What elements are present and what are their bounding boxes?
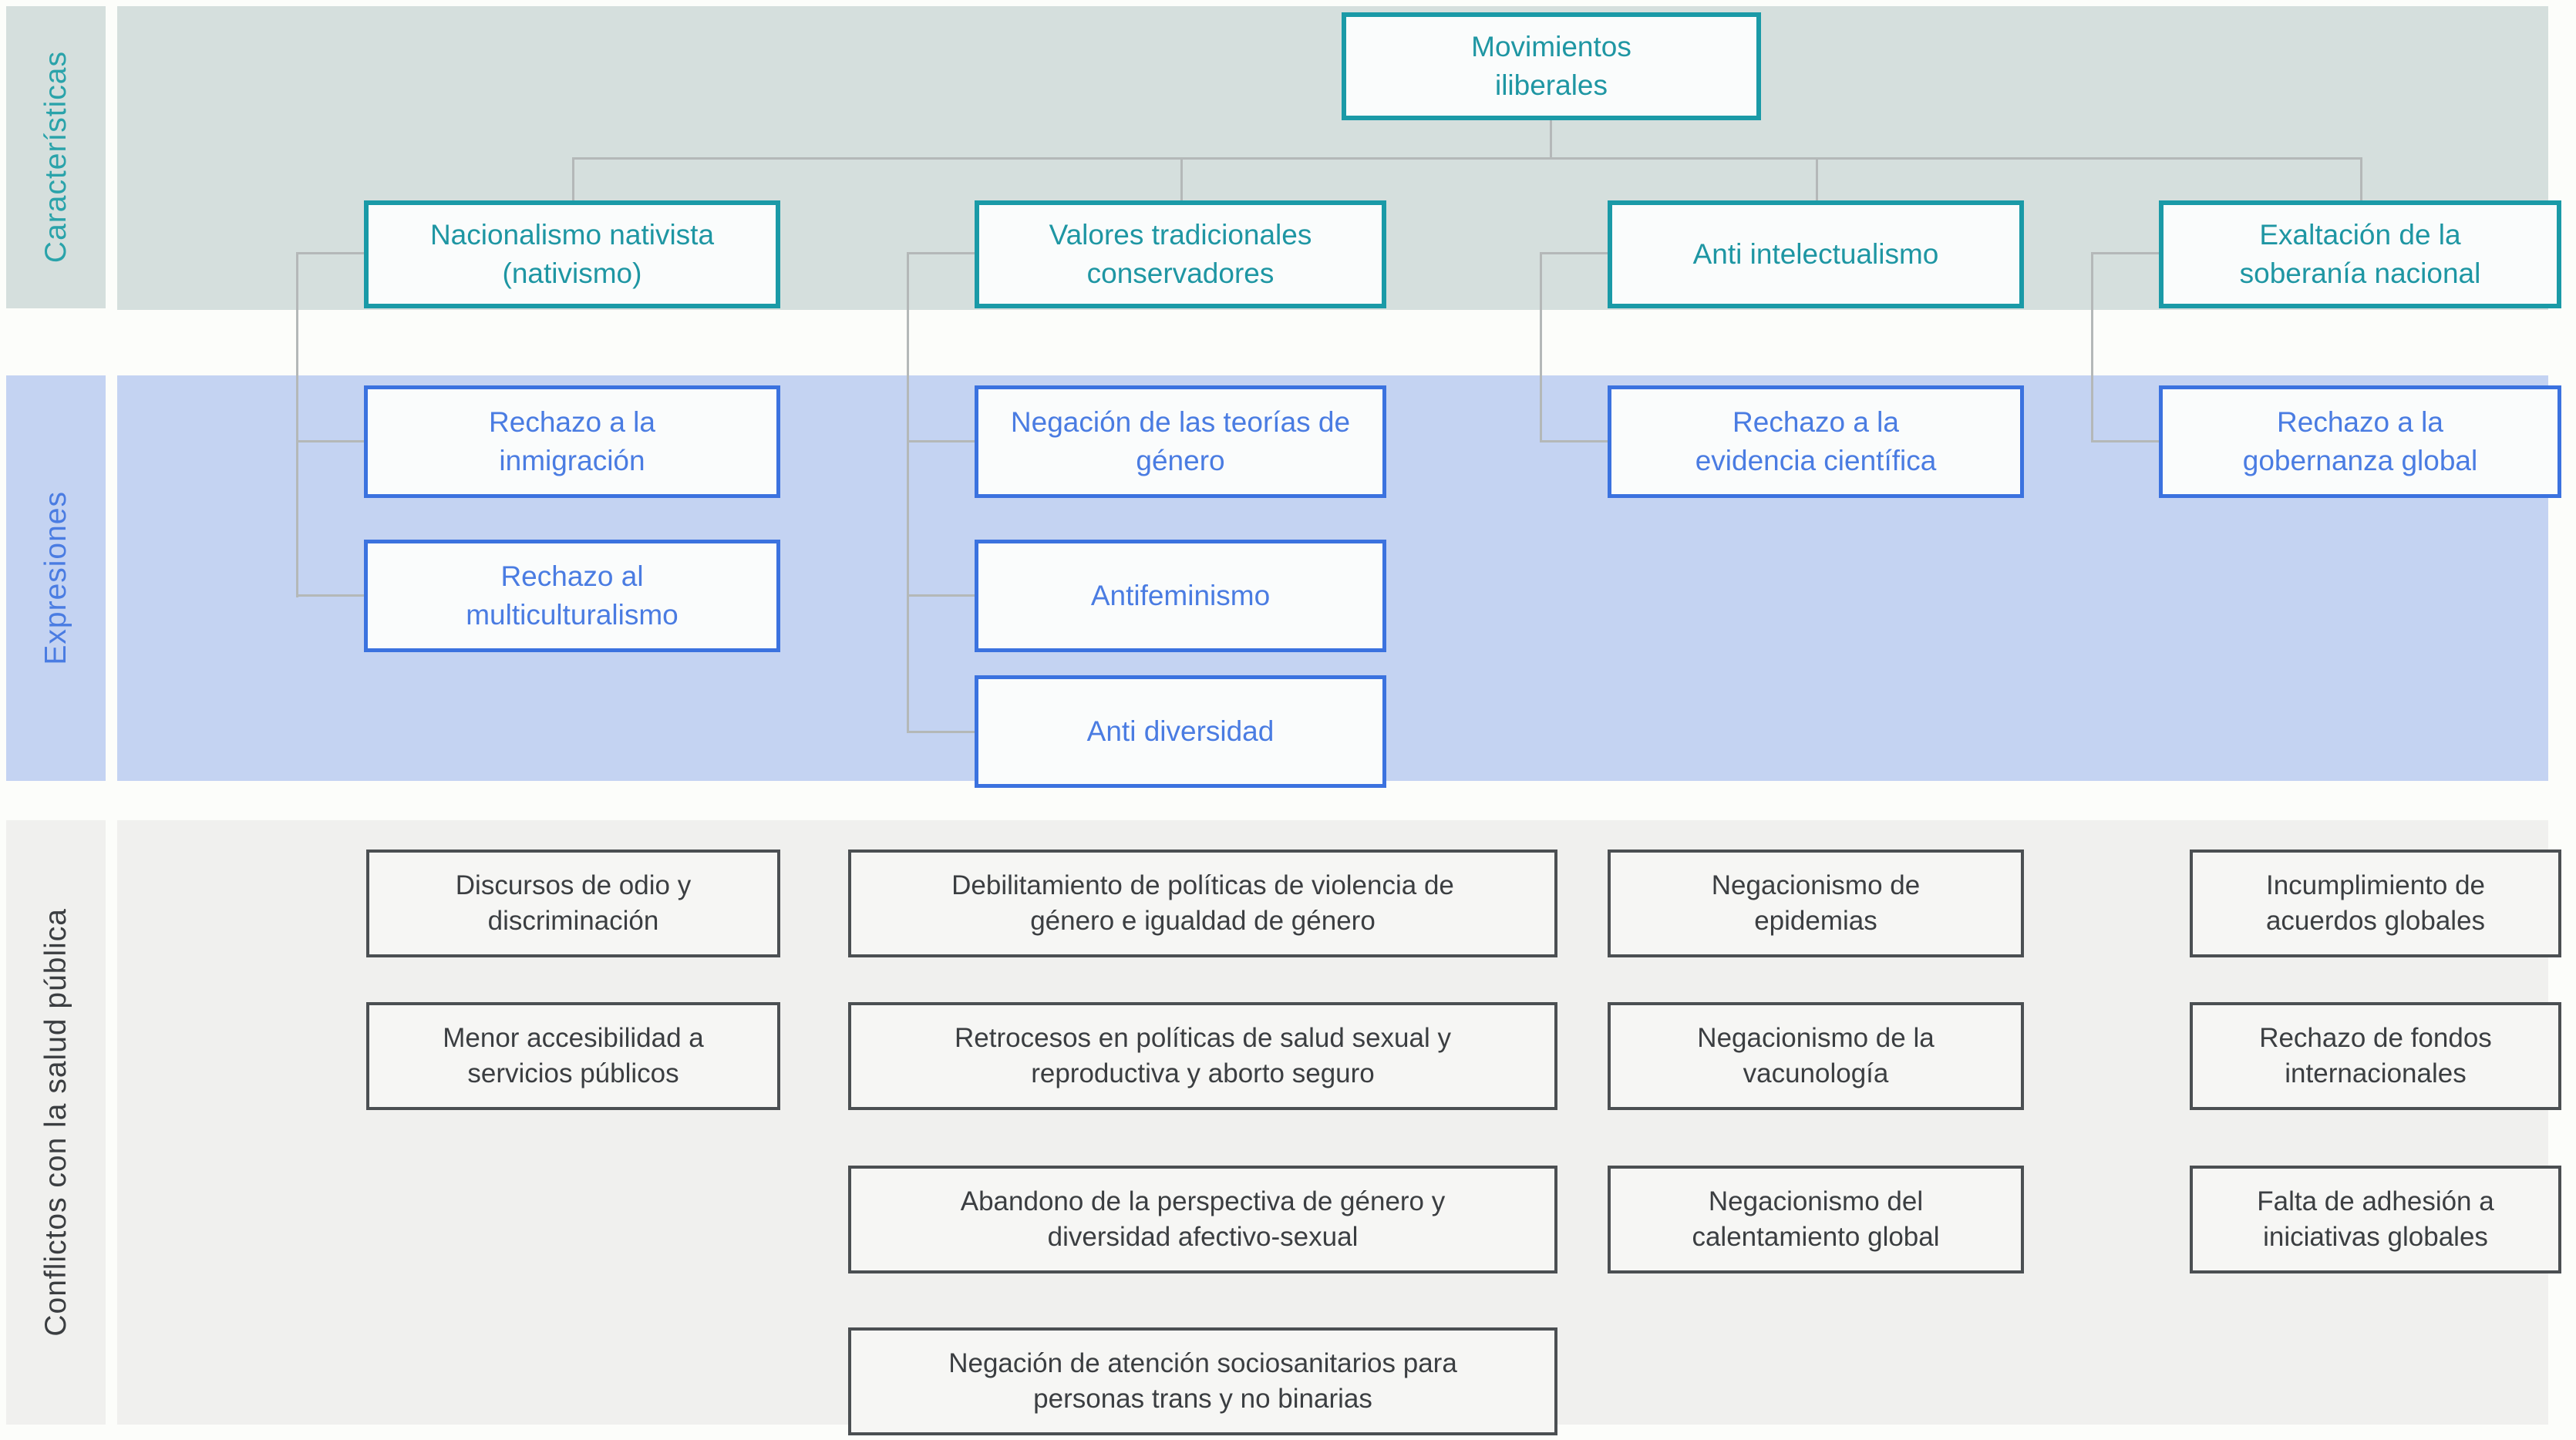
connector-col2-vertical: [907, 252, 909, 733]
band-label-strip-conflictos: Conflictos con la salud pública: [6, 820, 106, 1425]
characteristic-node-2: Valores tradicionales conservadores: [975, 200, 1386, 308]
connector-col3-stub-1: [1540, 440, 1608, 442]
characteristic-node-1: Nacionalismo nativista (nativismo): [364, 200, 780, 308]
band-label-strip-expresiones: Expresiones: [6, 375, 106, 781]
connector-col1-vertical: [296, 252, 298, 597]
connector-col1-exit: [296, 252, 364, 254]
conflict-node-1-1: Discursos de odio y discriminación: [366, 850, 780, 957]
connector-drop-col3: [1816, 157, 1818, 202]
band-label-expresiones: Expresiones: [39, 491, 72, 665]
conflict-node-2-4: Negación de atención sociosanitarios par…: [848, 1327, 1557, 1435]
connector-root-drop: [1550, 119, 1552, 160]
root-node: Movimientos iliberales: [1342, 12, 1761, 120]
connector-col1-stub-1: [296, 440, 364, 442]
expression-node-1-1: Rechazo a la inmigración: [364, 385, 780, 498]
band-label-strip-caracteristicas: Características: [6, 6, 106, 308]
characteristic-node-4: Exaltación de la soberanía nacional: [2159, 200, 2561, 308]
expression-node-3-1: Rechazo a la evidencia científica: [1608, 385, 2024, 498]
connector-col2-stub-2: [907, 594, 975, 597]
expression-node-2-3: Anti diversidad: [975, 675, 1386, 788]
conflict-node-2-2: Retrocesos en políticas de salud sexual …: [848, 1002, 1557, 1110]
conflict-node-3-1: Negacionismo de epidemias: [1608, 850, 2024, 957]
connector-drop-col1: [572, 157, 574, 202]
connector-col2-stub-1: [907, 440, 975, 442]
conflict-node-1-2: Menor accesibilidad a servicios públicos: [366, 1002, 780, 1110]
band-label-caracteristicas: Características: [39, 51, 72, 264]
conflict-node-2-3: Abandono de la perspectiva de género y d…: [848, 1166, 1557, 1273]
expression-node-2-1: Negación de las teorías de género: [975, 385, 1386, 498]
expression-node-1-2: Rechazo al multiculturalismo: [364, 540, 780, 652]
expression-node-2-2: Antifeminismo: [975, 540, 1386, 652]
expression-node-4-1: Rechazo a la gobernanza global: [2159, 385, 2561, 498]
connector-drop-col4: [2360, 157, 2362, 202]
conflict-node-4-3: Falta de adhesión a iniciativas globales: [2190, 1166, 2561, 1273]
conflict-node-3-3: Negacionismo del calentamiento global: [1608, 1166, 2024, 1273]
connector-col3-exit: [1540, 252, 1608, 254]
connector-main-horizontal: [572, 157, 2362, 160]
conflict-node-2-1: Debilitamiento de políticas de violencia…: [848, 850, 1557, 957]
connector-col2-stub-3: [907, 731, 975, 733]
connector-col4-vertical: [2091, 252, 2093, 442]
conflict-node-3-2: Negacionismo de la vacunología: [1608, 1002, 2024, 1110]
connector-col4-stub-1: [2091, 440, 2159, 442]
characteristic-node-3: Anti intelectualismo: [1608, 200, 2024, 308]
connector-col2-exit: [907, 252, 975, 254]
conflict-node-4-2: Rechazo de fondos internacionales: [2190, 1002, 2561, 1110]
connector-drop-col2: [1180, 157, 1183, 202]
conflict-node-4-1: Incumplimiento de acuerdos globales: [2190, 850, 2561, 957]
connector-col1-stub-2: [296, 594, 364, 597]
connector-col4-exit: [2091, 252, 2159, 254]
connector-col3-vertical: [1540, 252, 1542, 442]
band-label-conflictos: Conflictos con la salud pública: [39, 908, 72, 1337]
